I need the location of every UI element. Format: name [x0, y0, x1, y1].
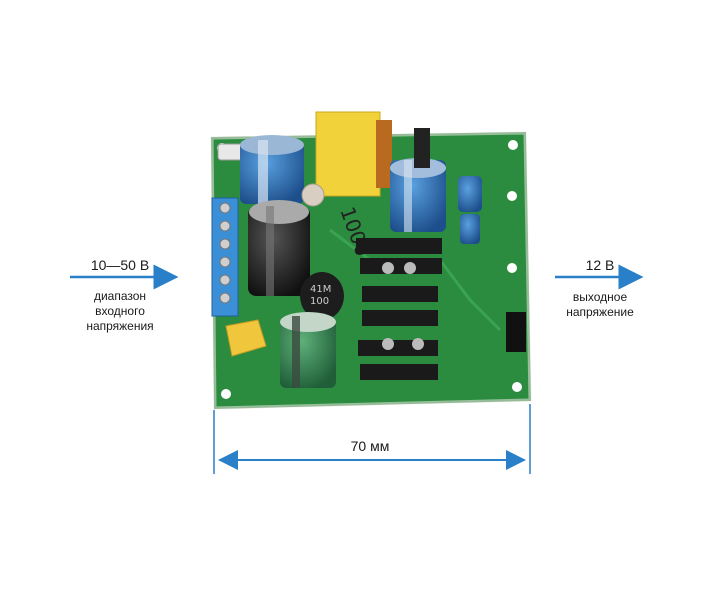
output-caption-line: напряжение	[566, 305, 634, 319]
input-caption-line: входного	[95, 304, 145, 318]
black-inductor: 41M 100	[300, 272, 344, 320]
yellow-capacitor	[225, 319, 267, 357]
output-voltage-caption: выходное напряжение	[548, 290, 652, 320]
input-caption-line: напряжения	[86, 319, 154, 333]
output-pin-header	[506, 312, 526, 352]
input-voltage-range: 10—50 В	[90, 257, 150, 273]
small-blue-capacitors	[458, 176, 482, 244]
svg-text:41M: 41M	[310, 284, 331, 295]
blue-capacitor-large	[240, 135, 304, 204]
black-capacitor	[248, 200, 310, 296]
output-caption-line: выходное	[572, 290, 628, 304]
green-capacitor	[280, 312, 336, 388]
black-connector	[414, 128, 430, 168]
output-voltage: 12 В	[585, 257, 615, 273]
board-width-label: 70 мм	[350, 438, 390, 454]
heatsinks	[356, 238, 442, 380]
input-voltage-caption: диапазон входного напряжения	[62, 289, 178, 334]
input-terminal-block	[211, 197, 239, 317]
svg-text:100: 100	[310, 296, 329, 307]
blue-capacitor-right	[390, 158, 446, 232]
disc-capacitor	[301, 183, 325, 207]
input-caption-line: диапазон	[93, 289, 147, 303]
